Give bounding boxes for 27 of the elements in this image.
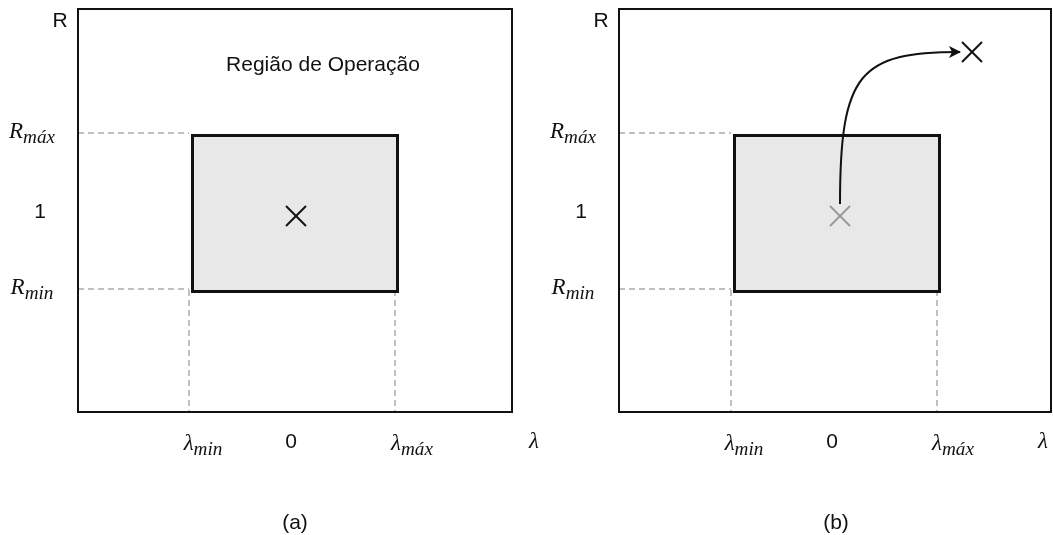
region-title: Região de Operação bbox=[226, 52, 420, 76]
tick-label: λ$_{min}$ bbox=[724, 429, 764, 461]
tick-label: R$_{máx}$ bbox=[550, 117, 596, 149]
tick-label: λ$_{máx}$ bbox=[391, 429, 433, 461]
tick-label: 0 bbox=[826, 429, 838, 453]
axis-label: λ bbox=[529, 428, 539, 454]
tick-label: λ$_{min}$ bbox=[183, 429, 223, 461]
tick-label: 1 bbox=[34, 199, 46, 223]
cross-mark-icon bbox=[960, 40, 984, 64]
tick-label: R$_{min}$ bbox=[551, 273, 595, 305]
plot-frame bbox=[618, 8, 1052, 413]
operating-region-box bbox=[191, 134, 399, 293]
axis-label: R bbox=[52, 8, 68, 32]
axis-label: R bbox=[593, 8, 609, 32]
operating-region-box bbox=[733, 134, 941, 293]
tick-label: 1 bbox=[575, 199, 587, 223]
tick-label: R$_{máx}$ bbox=[9, 117, 55, 149]
tick-label: R$_{min}$ bbox=[10, 273, 54, 305]
cross-mark-icon bbox=[284, 204, 308, 228]
plot-frame bbox=[77, 8, 513, 413]
tick-label: 0 bbox=[285, 429, 297, 453]
panel-label: (b) bbox=[823, 510, 849, 534]
axis-label: λ bbox=[1038, 428, 1048, 454]
cross-mark-icon bbox=[828, 204, 852, 228]
panel-label: (a) bbox=[282, 510, 308, 534]
curved-arrow bbox=[839, 46, 961, 205]
tick-label: λ$_{máx}$ bbox=[932, 429, 974, 461]
